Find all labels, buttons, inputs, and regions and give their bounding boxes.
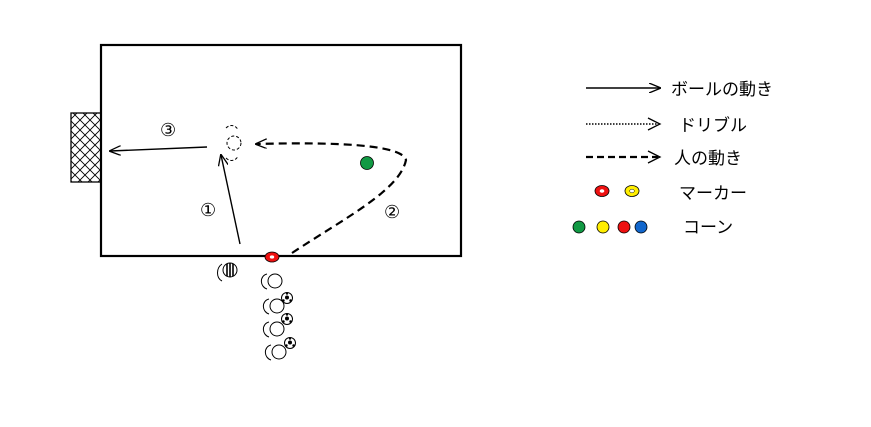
legend-ball-label: ボールの動き [671,80,773,100]
legend-marker-red [594,185,610,197]
arrow-1-ball-pass [221,155,241,245]
queue-player [264,344,287,361]
legend-cone-blue [634,220,648,234]
queue-ball [281,313,293,325]
goal [70,112,102,183]
legend-cone-red [617,220,631,234]
queue-player [262,298,285,315]
step-1-label: ① [200,200,216,221]
player-target-position [225,125,242,161]
legend-marker-yellow [624,185,640,197]
legend-cone-green [572,220,586,234]
queue-ball [284,337,296,349]
arrow-2-player-run [256,143,408,254]
queue-ball [281,292,293,304]
field-boundary [99,43,463,258]
marker-red [264,251,280,263]
legend-player-label: 人の動き [674,149,742,169]
cone-green [360,156,374,170]
step-2-label: ② [384,202,400,223]
queue-player [260,273,283,290]
legend-dribble-label: ドリブル [679,115,747,136]
queue-player [262,321,285,338]
passer-player [217,262,238,282]
legend-cone-yellow [596,220,610,234]
player-queue [260,273,296,361]
legend-cone-label: コーン [683,218,733,238]
legend: ボールの動き ドリブル 人の動き マーカー コーン [572,80,773,238]
step-3-label: ③ [160,120,176,141]
legend-marker-label: マーカー [679,184,747,204]
arrow-3-shot [110,147,208,151]
